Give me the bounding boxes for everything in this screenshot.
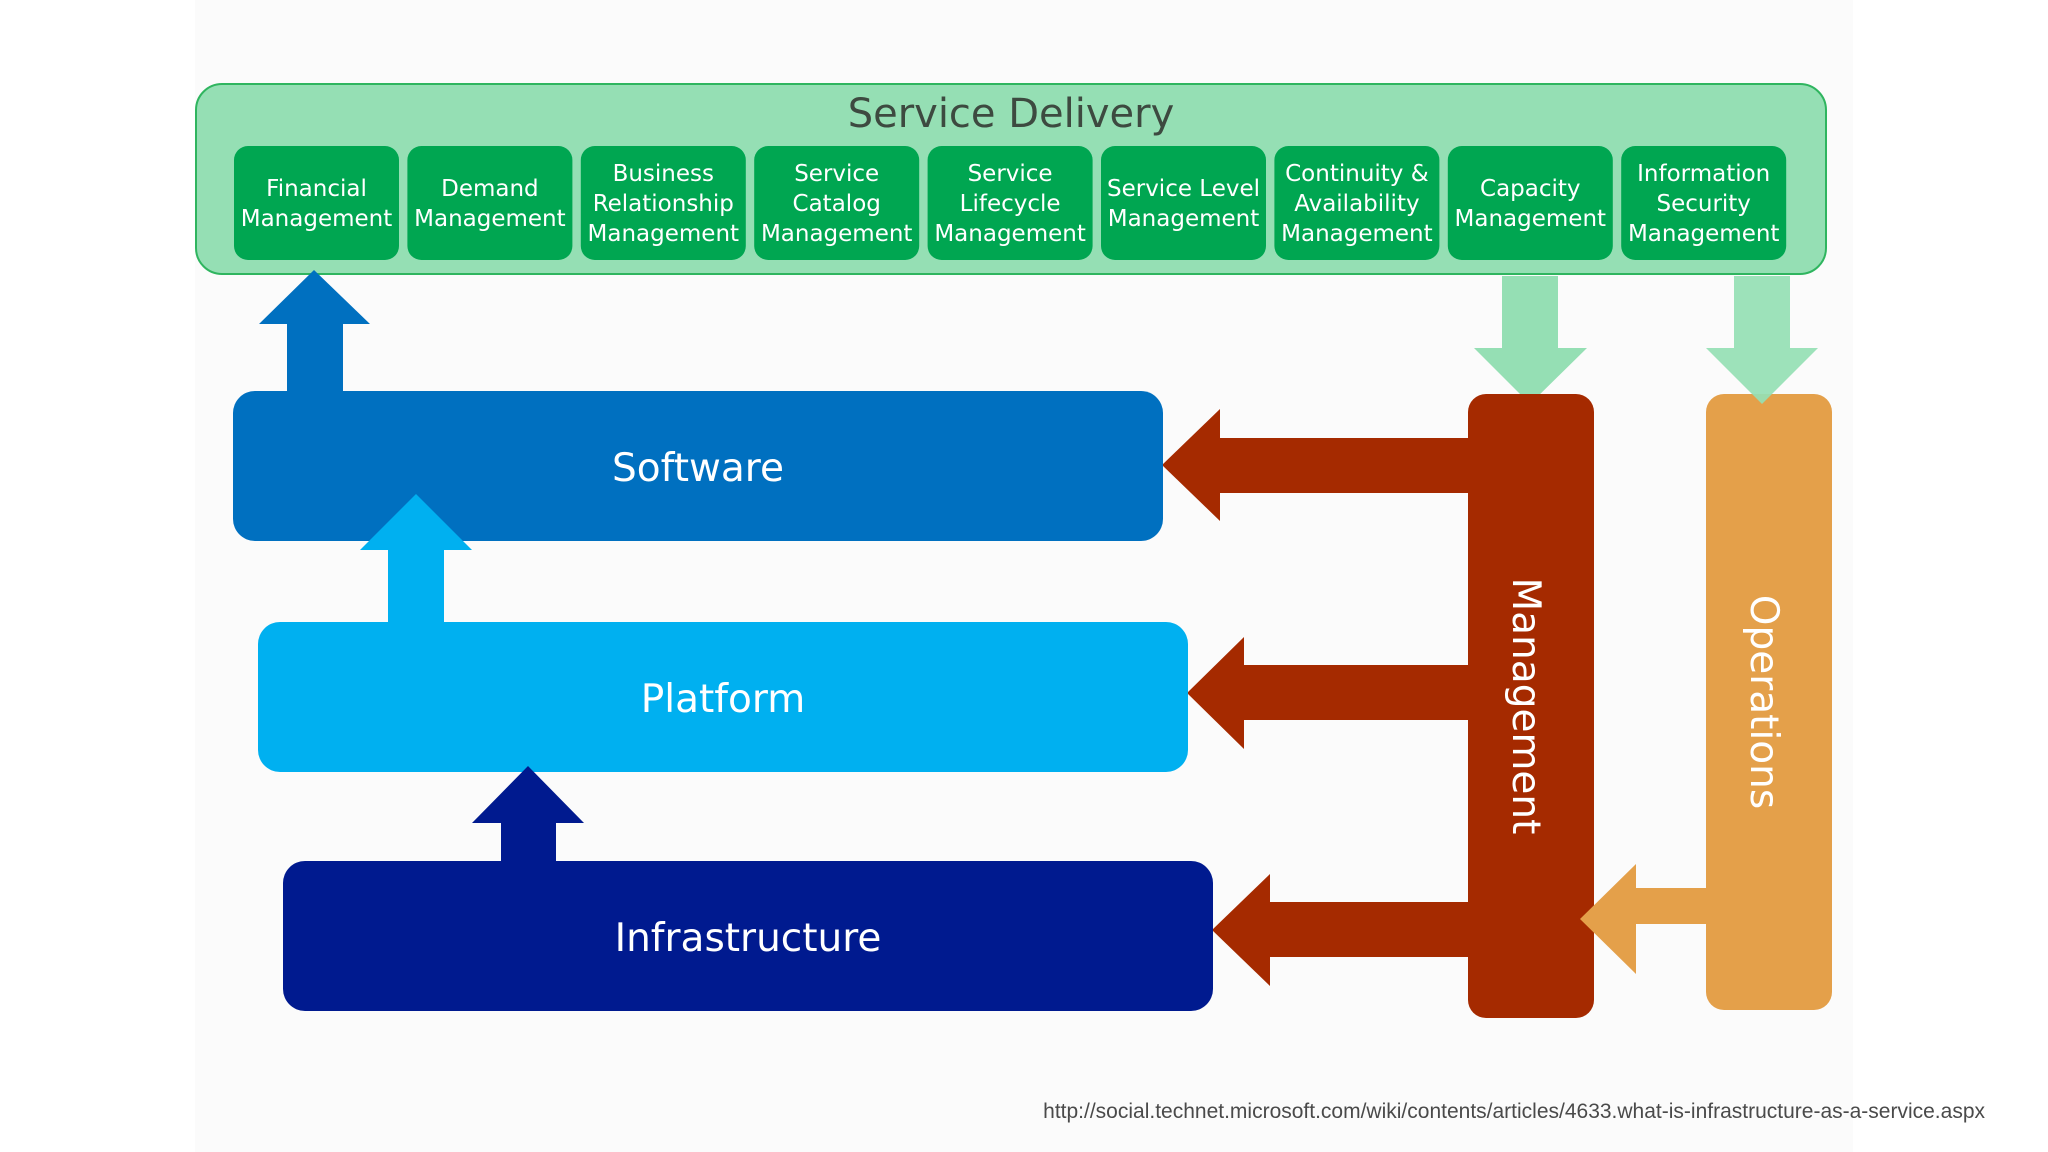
service-delivery-panel: Service Delivery FinancialManagementDema…	[195, 83, 1827, 275]
operations-to-management-arrow	[1580, 864, 1706, 974]
service-item-label-line: Management	[241, 206, 393, 232]
management-label: Management	[1503, 578, 1548, 835]
service-item-box	[1101, 146, 1266, 260]
platform-to-software-arrow	[360, 494, 472, 622]
service-item-label-line: Security	[1656, 191, 1750, 217]
service-item-label-line: Financial	[266, 176, 367, 202]
management-to-infrastructure-arrow	[1212, 874, 1468, 986]
service-item-label-line: Management	[1628, 221, 1780, 247]
service-item-label-line: Lifecycle	[960, 191, 1061, 217]
service-item-label-line: Information	[1637, 161, 1770, 187]
infrastructure-to-platform-arrow	[472, 766, 584, 861]
service-item-box	[1621, 146, 1787, 260]
service-item-label-line: Availability	[1294, 191, 1419, 217]
service-item-label-line: Management	[414, 206, 566, 232]
infrastructure-layer: Infrastructure	[283, 861, 1213, 1011]
service-item-label-line: Catalog	[793, 191, 881, 217]
service-item-box	[927, 146, 1093, 260]
service-delivery-title: Service Delivery	[848, 91, 1175, 137]
platform-label: Platform	[641, 677, 805, 722]
software-to-service-arrow	[259, 270, 370, 391]
service-item-box	[580, 146, 746, 260]
service-item-label-line: Demand	[441, 176, 539, 202]
service-item-box	[407, 146, 573, 260]
management-to-software-arrow	[1162, 409, 1468, 521]
management-bar: Management	[1468, 394, 1594, 1018]
service-item-box	[234, 146, 399, 260]
service-item-label-line: Management	[761, 221, 913, 247]
service-item-label-line: Management	[1108, 206, 1260, 232]
operations-label: Operations	[1741, 595, 1786, 809]
service-item-label-line: Management	[934, 221, 1086, 247]
service-item-label-line: Service	[968, 161, 1053, 187]
infrastructure-label: Infrastructure	[615, 916, 882, 961]
service-item-label-line: Continuity &	[1285, 161, 1429, 187]
service-item-label-line: Service	[794, 161, 879, 187]
service-item-label-line: Service Level	[1107, 176, 1260, 202]
service-item-box	[1274, 146, 1440, 260]
source-url: http://social.technet.microsoft.com/wiki…	[1043, 1100, 1985, 1123]
service-item-label-line: Capacity	[1480, 176, 1581, 202]
software-layer: Software	[233, 391, 1163, 541]
platform-layer: Platform	[258, 622, 1188, 772]
service-item-label-line: Business	[613, 161, 714, 187]
service-item-box	[754, 146, 920, 260]
service-item-label-line: Management	[1455, 206, 1607, 232]
service-item-label-line: Relationship	[593, 191, 734, 217]
service-item-label-line: Management	[588, 221, 740, 247]
service-to-operations-arrow	[1706, 276, 1818, 404]
service-delivery-items: FinancialManagementDemandManagementBusin…	[234, 146, 1787, 260]
operations-bar: Operations	[1706, 394, 1832, 1010]
management-to-platform-arrow	[1187, 637, 1468, 749]
service-item-box	[1447, 146, 1613, 260]
software-label: Software	[612, 446, 784, 491]
service-item-label-line: Management	[1281, 221, 1433, 247]
service-to-management-arrow	[1474, 276, 1587, 404]
